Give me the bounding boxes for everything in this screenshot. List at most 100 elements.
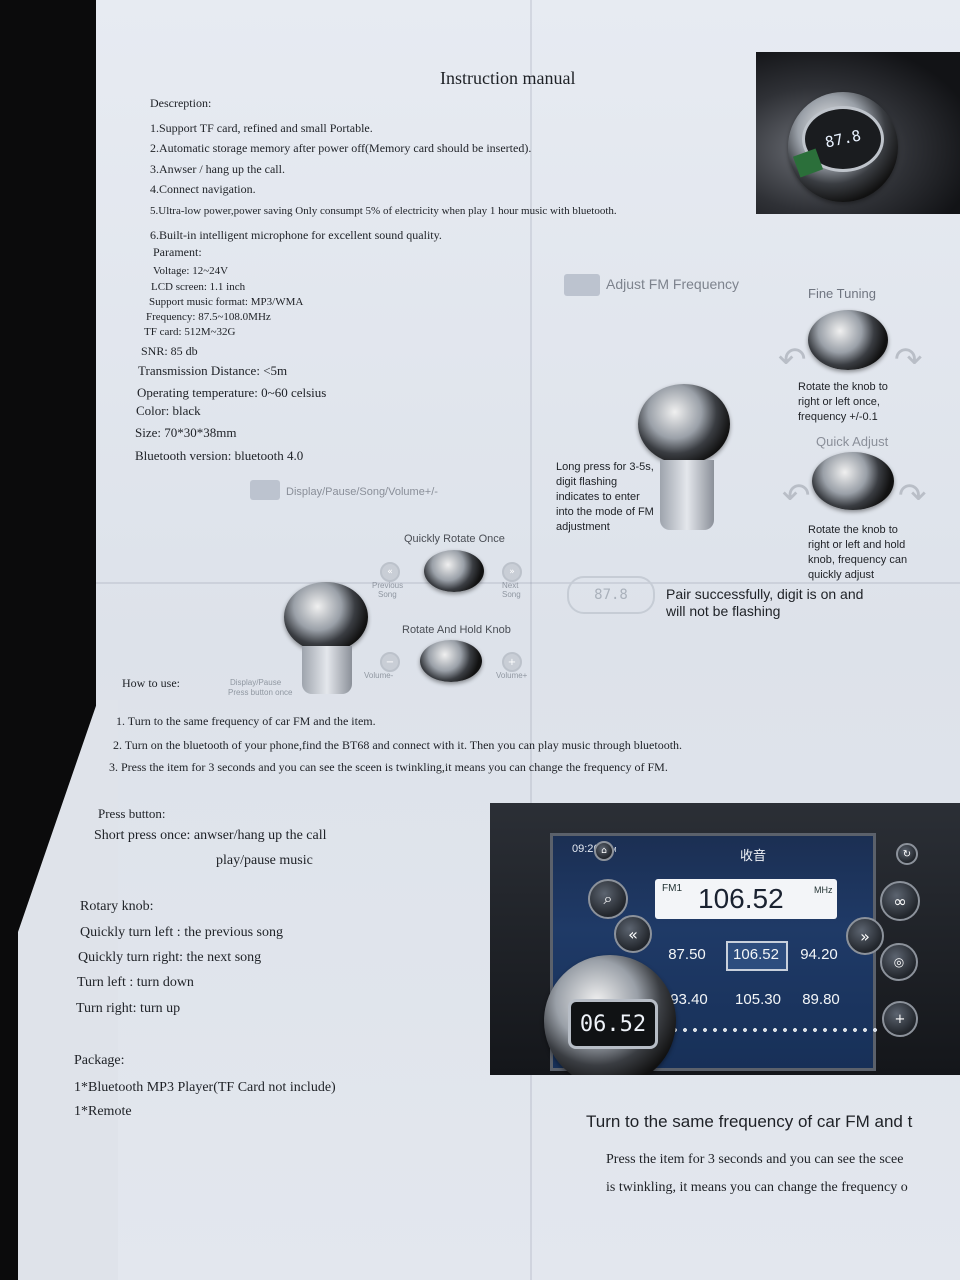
parameter-item: Voltage: 12~24V <box>153 265 229 277</box>
display-pause-caption: Display/Pause <box>230 678 282 687</box>
how-to-use-heading: How to use: <box>122 676 180 690</box>
description-item: 5.Ultra-low power,power saving Only cons… <box>150 205 617 217</box>
rotate-hold-label: Rotate And Hold Knob <box>402 624 511 636</box>
quick-adjust-text: Rotate the knob to <box>808 524 898 536</box>
long-press-text: Long press for 3-5s, <box>556 461 654 473</box>
parameter-item: TF card: 512M~32G <box>144 326 236 338</box>
rotate-hold-knob <box>420 640 482 682</box>
rotary-line: Quickly turn right: the next song <box>78 950 262 965</box>
car-stereo-photo: 09:26 AM 收音 FM1 106.52 MHz ⌕ « » ∞ ◎ + ⌂… <box>490 803 960 1075</box>
parameter-item: SNR: 85 db <box>141 344 198 358</box>
loc-icon[interactable]: ◎ <box>880 943 918 981</box>
rotate-left-arrow-icon: ↶ <box>778 340 807 380</box>
dot-scale <box>660 1025 880 1035</box>
clock-time: 09:26 <box>572 843 600 855</box>
preset-frequency[interactable]: 89.80 <box>802 991 840 1008</box>
parameter-item: Support music format: MP3/WMA <box>149 296 304 308</box>
main-frequency: 106.52 <box>698 883 784 914</box>
fold-line-horizontal <box>96 582 960 584</box>
radio-title: 收音 <box>740 848 767 863</box>
description-item: 1.Support TF card, refined and small Por… <box>150 121 373 135</box>
package-line: 1*Remote <box>74 1104 132 1119</box>
preset-frequency[interactable]: 94.20 <box>800 946 838 963</box>
volume-plus-label: Volume+ <box>496 671 528 680</box>
long-press-text: indicates to enter <box>556 491 640 503</box>
how-to-use-step: 3. Press the item for 3 seconds and you … <box>109 760 668 774</box>
rotary-heading: Rotary knob: <box>80 899 154 914</box>
display-pause-label: Display/Pause/Song/Volume+/- <box>286 486 438 498</box>
press-button-line: play/pause music <box>216 853 313 868</box>
parameter-item: Frequency: 87.5~108.0MHz <box>146 311 271 323</box>
display-device-knob <box>284 582 368 652</box>
description-item: 6.Built-in intelligent microphone for ex… <box>150 228 442 242</box>
quick-adjust-text: quickly adjust <box>808 569 875 581</box>
previous-song-icon: « <box>380 562 400 582</box>
preset-frequency[interactable]: 87.50 <box>668 946 706 963</box>
next-song-icon: » <box>502 562 522 582</box>
pair-lcd-display: 87.8 <box>567 576 655 614</box>
caption-line: Press the item for 3 seconds and you can… <box>606 1152 904 1167</box>
long-press-text: digit flashing <box>556 476 618 488</box>
fine-tuning-knob <box>808 310 888 370</box>
package-line: 1*Bluetooth MP3 Player(TF Card not inclu… <box>74 1080 336 1095</box>
volume-up-icon[interactable]: + <box>882 1001 918 1037</box>
frequency-unit: MHz <box>814 885 833 895</box>
long-press-text: into the mode of FM <box>556 506 654 518</box>
quick-adjust-text: knob, frequency can <box>808 554 908 566</box>
pair-text: will not be flashing <box>666 603 781 619</box>
fine-tuning-text: frequency +/-0.1 <box>798 411 878 423</box>
device-photo: 87.8 <box>756 52 960 214</box>
display-device-body <box>302 646 352 694</box>
rotary-line: Quickly turn left : the previous song <box>80 925 283 940</box>
volume-minus-label: Volume- <box>364 671 394 680</box>
refresh-icon[interactable]: ↻ <box>896 843 918 865</box>
parameter-item: LCD screen: 1.1 inch <box>151 281 246 293</box>
display-pause-caption: Press button once <box>228 688 293 697</box>
preset-selected-frame <box>726 941 788 971</box>
description-item: 2.Automatic storage memory after power o… <box>150 141 532 155</box>
quick-adjust-label: Quick Adjust <box>816 434 889 449</box>
quick-adjust-knob <box>812 452 894 510</box>
section-2-badge <box>564 274 600 296</box>
long-press-text: adjustment <box>556 521 610 533</box>
parameter-item: Color: black <box>136 403 201 418</box>
parameter-item: Size: 70*30*38mm <box>135 425 237 440</box>
press-button-heading: Press button: <box>98 806 166 821</box>
parameter-heading: Parament: <box>153 245 202 259</box>
quick-rotate-label: Quickly Rotate Once <box>404 533 505 545</box>
preset-frequency[interactable]: 105.30 <box>735 991 781 1008</box>
band-label: FM1 <box>662 883 682 894</box>
rotary-line: Turn left : turn down <box>77 975 194 990</box>
fine-tuning-label: Fine Tuning <box>808 286 876 301</box>
volume-plus-icon: + <box>502 652 522 672</box>
press-button-line: Short press once: anwser/hang up the cal… <box>94 828 327 843</box>
description-item: 4.Connect navigation. <box>150 182 256 196</box>
description-item: 3.Anwser / hang up the call. <box>150 162 285 176</box>
seek-back-icon[interactable]: « <box>614 915 652 953</box>
frequency-panel <box>655 879 837 919</box>
parameter-item: Bluetooth version: bluetooth 4.0 <box>135 448 304 463</box>
fine-tuning-text: right or left once, <box>798 396 880 408</box>
description-heading: Descreption: <box>150 96 212 110</box>
parameter-item: Operating temperature: 0~60 celsius <box>137 385 327 400</box>
rotate-right-arrow-icon: ↷ <box>898 476 927 516</box>
package-heading: Package: <box>74 1053 125 1068</box>
next-song-label: Next <box>502 581 519 590</box>
section-1-badge <box>250 480 280 500</box>
previous-song-label: Previous <box>372 581 404 590</box>
preset-frequency[interactable]: 93.40 <box>670 991 708 1008</box>
pair-text: Pair successfully, digit is on and <box>666 586 864 602</box>
quick-rotate-knob <box>424 550 484 592</box>
next-song-label: Song <box>502 590 521 599</box>
previous-song-label: Song <box>378 590 397 599</box>
how-to-use-step: 1. Turn to the same frequency of car FM … <box>116 714 376 728</box>
fold-line-vertical <box>530 0 532 1280</box>
search-icon[interactable]: ⌕ <box>588 879 628 919</box>
preset-frequency-selected[interactable]: 106.52 <box>733 946 779 963</box>
long-press-device-body <box>660 460 714 530</box>
home-icon[interactable]: ⌂ <box>594 841 614 861</box>
seek-forward-icon[interactable]: » <box>846 917 884 955</box>
loop-icon[interactable]: ∞ <box>880 881 920 921</box>
rotate-right-arrow-icon: ↷ <box>894 340 923 380</box>
caption-big: Turn to the same frequency of car FM and… <box>586 1112 913 1131</box>
